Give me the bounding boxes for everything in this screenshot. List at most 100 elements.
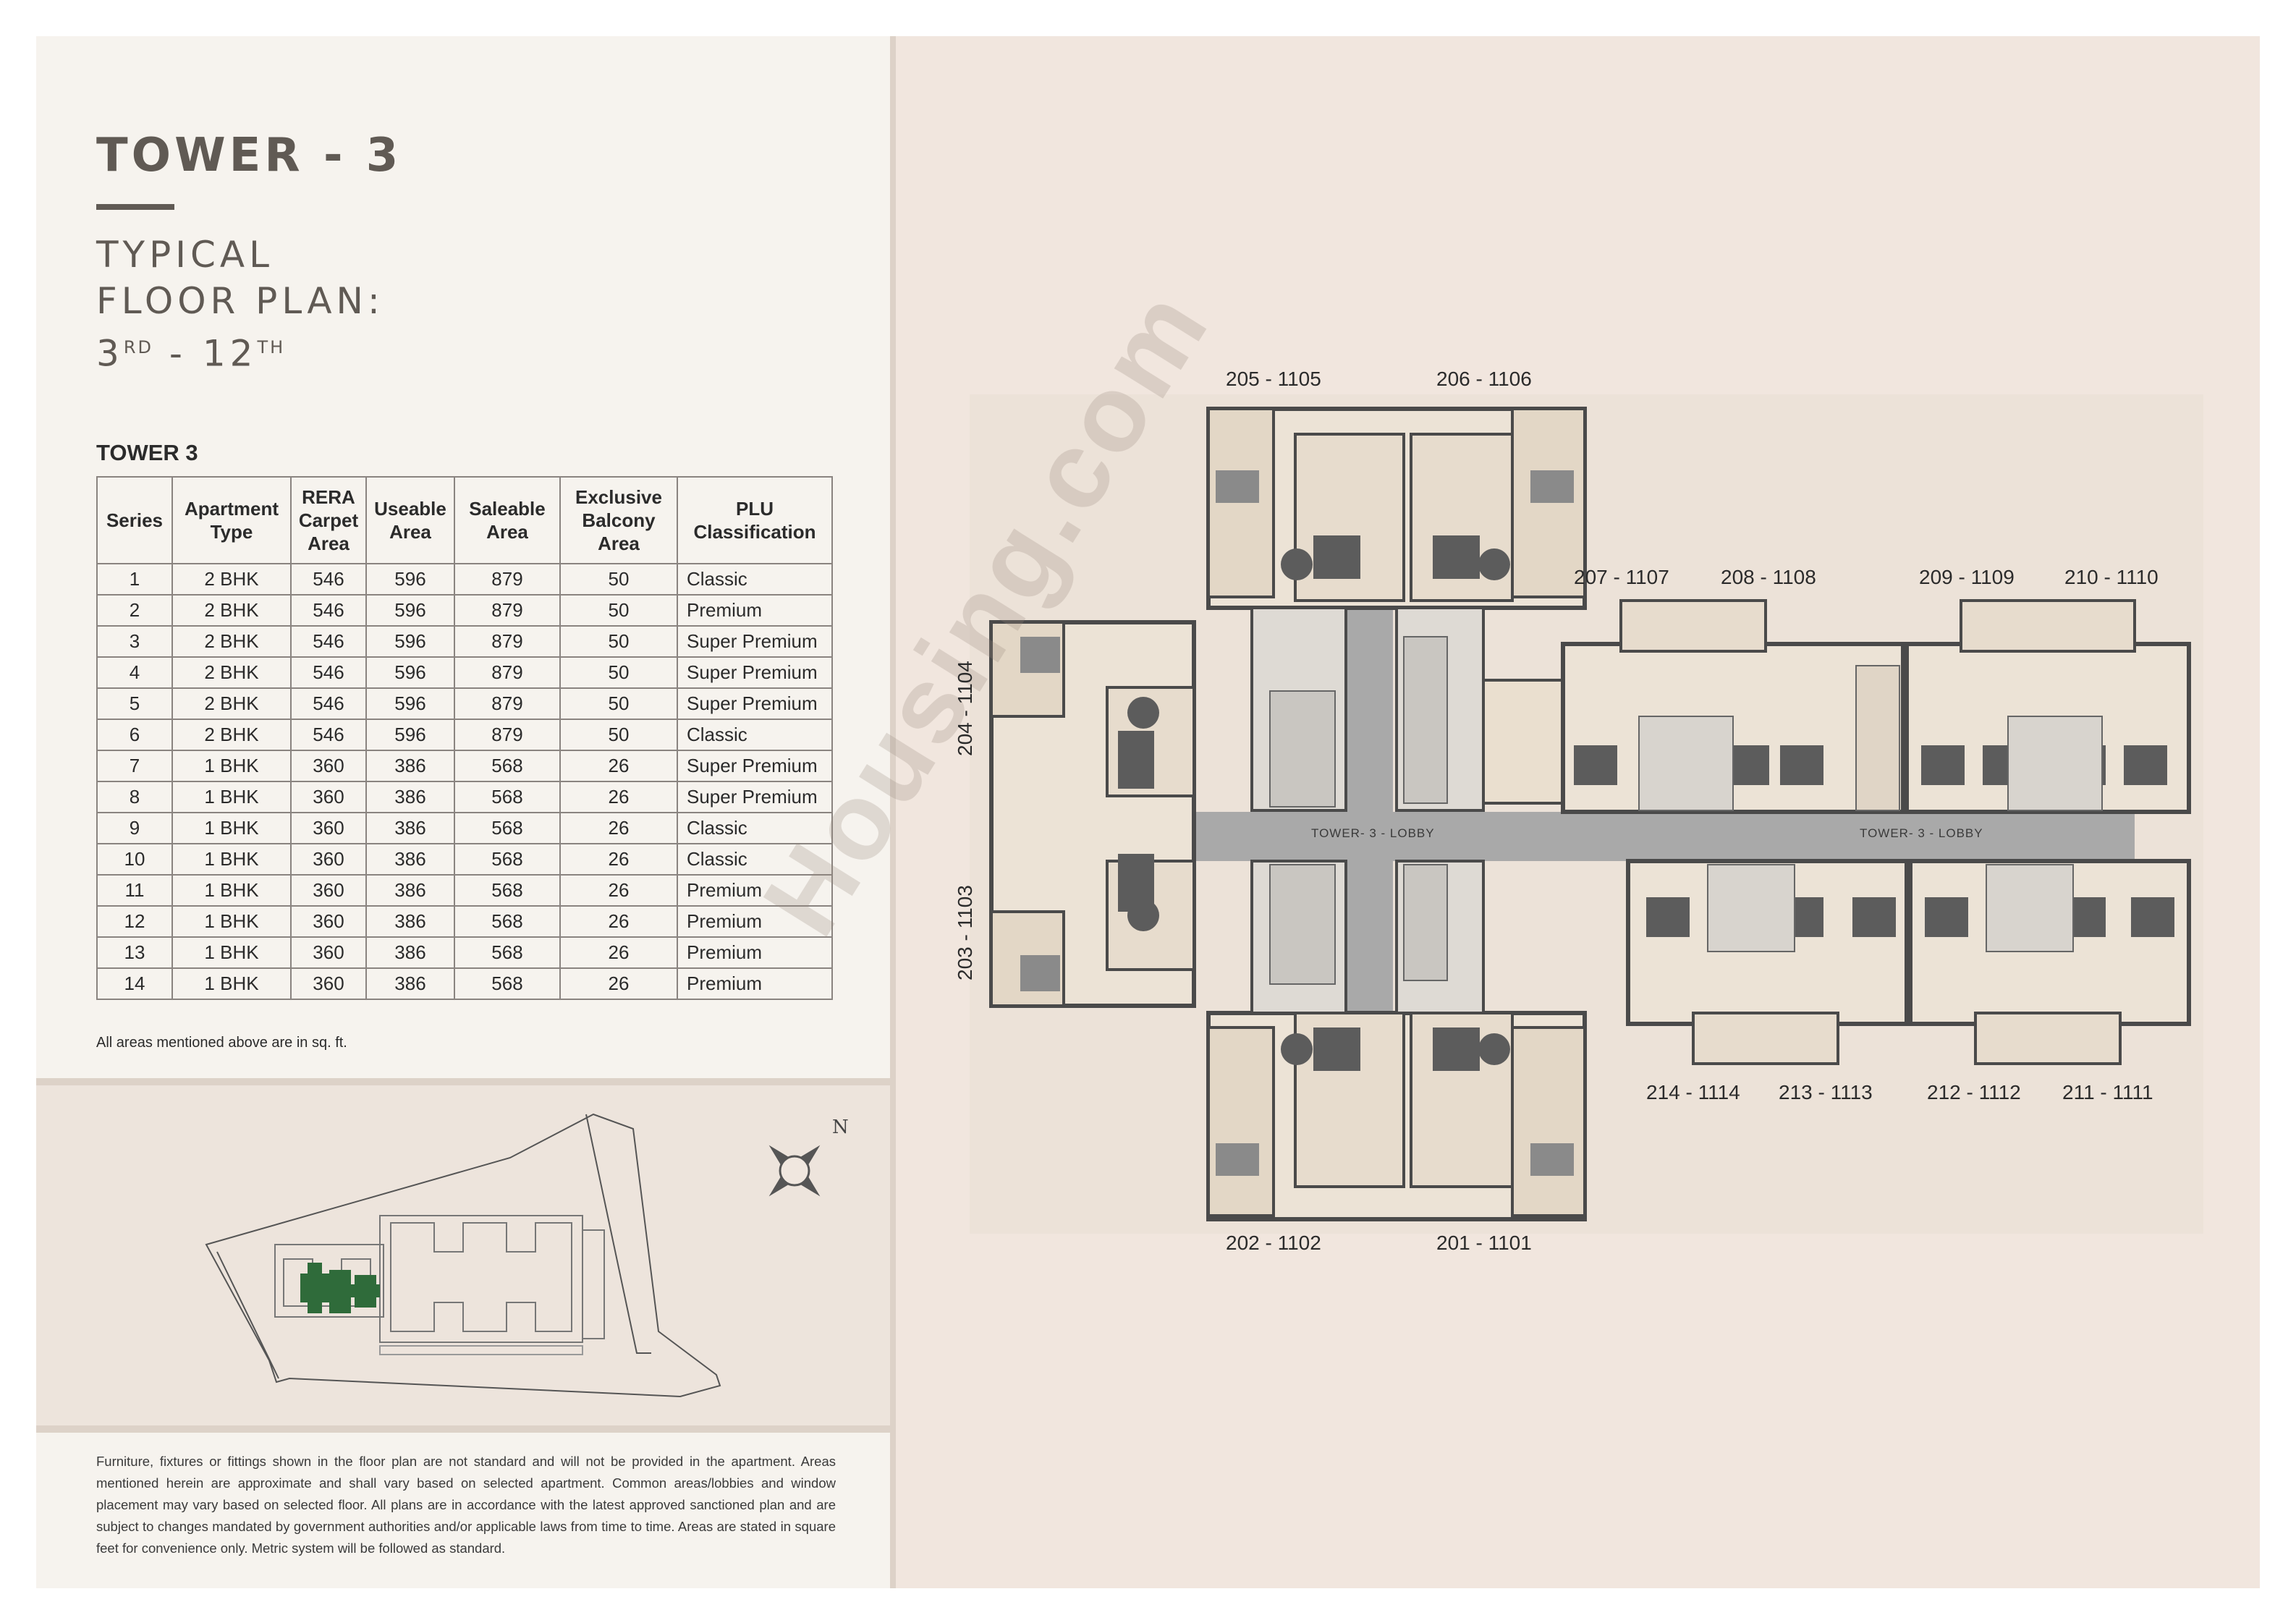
cell-balcony-area: 26 [559, 936, 678, 969]
lobby-label-right: TOWER- 3 - LOBBY [1860, 826, 1983, 840]
cell-plu: Premium [677, 905, 833, 938]
cell-saleable-area: 879 [454, 594, 561, 627]
cell-series: 3 [96, 625, 173, 658]
cell-balcony-area: 50 [559, 687, 678, 720]
cell-balcony-area: 50 [559, 594, 678, 627]
disclaimer: Furniture, fixtures or fittings shown in… [96, 1454, 836, 1556]
cell-saleable-area: 879 [454, 656, 561, 689]
floor-separator: - [153, 332, 203, 375]
cell-balcony-area: 50 [559, 625, 678, 658]
unit-label: 204 - 1104 [954, 661, 976, 756]
cell-rera-carpet-area: 360 [290, 874, 367, 907]
page-subtitle: TYPICAL FLOOR PLAN: 3RD - 12TH [96, 232, 384, 377]
lobby-label-left: TOWER- 3 - LOBBY [1311, 826, 1435, 840]
cell-rera-carpet-area: 546 [290, 563, 367, 596]
cell-rera-carpet-area: 546 [290, 719, 367, 751]
unit-label: 203 - 1103 [954, 885, 976, 980]
floor-from: 3 [96, 332, 124, 375]
col-apartment-type: Apartment Type [171, 476, 292, 564]
cell-series: 10 [96, 843, 173, 876]
cell-plu: Super Premium [677, 781, 833, 813]
cell-rera-carpet-area: 360 [290, 750, 367, 782]
col-exclusive-balcony-area: Exclusive Balcony Area [559, 476, 678, 564]
cell-useable-area: 596 [365, 625, 455, 658]
cell-apartment-type: 2 BHK [171, 625, 292, 658]
cell-apartment-type: 1 BHK [171, 905, 292, 938]
unit-label: 210 - 1110 [2064, 566, 2159, 588]
cell-balcony-area: 26 [559, 781, 678, 813]
cell-useable-area: 386 [365, 750, 455, 782]
cell-apartment-type: 2 BHK [171, 594, 292, 627]
cell-rera-carpet-area: 546 [290, 687, 367, 720]
cell-balcony-area: 50 [559, 563, 678, 596]
floor-from-suffix: RD [123, 337, 153, 357]
cell-balcony-area: 50 [559, 656, 678, 689]
floor-to: 12 [202, 332, 258, 375]
unit-area-table: Series Apartment Type RERA Carpet Area U… [96, 476, 833, 1000]
cell-plu: Super Premium [677, 625, 833, 658]
cell-series: 2 [96, 594, 173, 627]
cell-apartment-type: 2 BHK [171, 656, 292, 689]
col-saleable-area: Saleable Area [454, 476, 561, 564]
cell-rera-carpet-area: 360 [290, 905, 367, 938]
cell-apartment-type: 1 BHK [171, 936, 292, 969]
title-underline [96, 204, 174, 210]
cell-balcony-area: 26 [559, 843, 678, 876]
cell-series: 13 [96, 936, 173, 969]
unit-label: 211 - 1111 [2062, 1081, 2153, 1103]
cell-plu: Classic [677, 563, 833, 596]
cell-useable-area: 386 [365, 812, 455, 844]
unit-label: 212 - 1112 [1927, 1081, 2021, 1103]
unit-label: 205 - 1105 [1226, 368, 1321, 390]
cell-plu: Premium [677, 936, 833, 969]
cell-useable-area: 386 [365, 905, 455, 938]
unit-label: 207 - 1107 [1574, 566, 1669, 588]
floor-range: 3RD - 12TH [96, 324, 384, 377]
unit-label: 213 - 1113 [1779, 1081, 1873, 1103]
north-label: N [832, 1116, 849, 1138]
cell-rera-carpet-area: 546 [290, 656, 367, 689]
cell-apartment-type: 1 BHK [171, 750, 292, 782]
col-useable-area: Useable Area [365, 476, 455, 564]
cell-series: 14 [96, 967, 173, 1000]
vertical-divider [890, 36, 896, 1588]
cell-useable-area: 386 [365, 936, 455, 969]
cell-saleable-area: 568 [454, 967, 561, 1000]
horizontal-divider [36, 1425, 890, 1433]
cell-balcony-area: 26 [559, 874, 678, 907]
col-series: Series [96, 476, 173, 564]
cell-series: 6 [96, 719, 173, 751]
cell-rera-carpet-area: 360 [290, 967, 367, 1000]
cell-series: 12 [96, 905, 173, 938]
unit-label: 208 - 1108 [1721, 566, 1816, 588]
cell-saleable-area: 879 [454, 719, 561, 751]
cell-saleable-area: 568 [454, 905, 561, 938]
cell-balcony-area: 26 [559, 812, 678, 844]
cell-useable-area: 386 [365, 843, 455, 876]
cell-balcony-area: 26 [559, 967, 678, 1000]
cell-saleable-area: 568 [454, 843, 561, 876]
cell-saleable-area: 879 [454, 687, 561, 720]
cell-apartment-type: 2 BHK [171, 563, 292, 596]
cell-plu: Classic [677, 843, 833, 876]
cell-rera-carpet-area: 360 [290, 781, 367, 813]
unit-label: 201 - 1101 [1436, 1232, 1532, 1254]
table-header-row: Series Apartment Type RERA Carpet Area U… [96, 476, 833, 564]
floor-plan-panel [896, 36, 2260, 1588]
cell-saleable-area: 568 [454, 781, 561, 813]
col-rera-carpet-area: RERA Carpet Area [290, 476, 367, 564]
cell-rera-carpet-area: 360 [290, 936, 367, 969]
cell-useable-area: 596 [365, 656, 455, 689]
cell-saleable-area: 568 [454, 874, 561, 907]
cell-apartment-type: 1 BHK [171, 874, 292, 907]
